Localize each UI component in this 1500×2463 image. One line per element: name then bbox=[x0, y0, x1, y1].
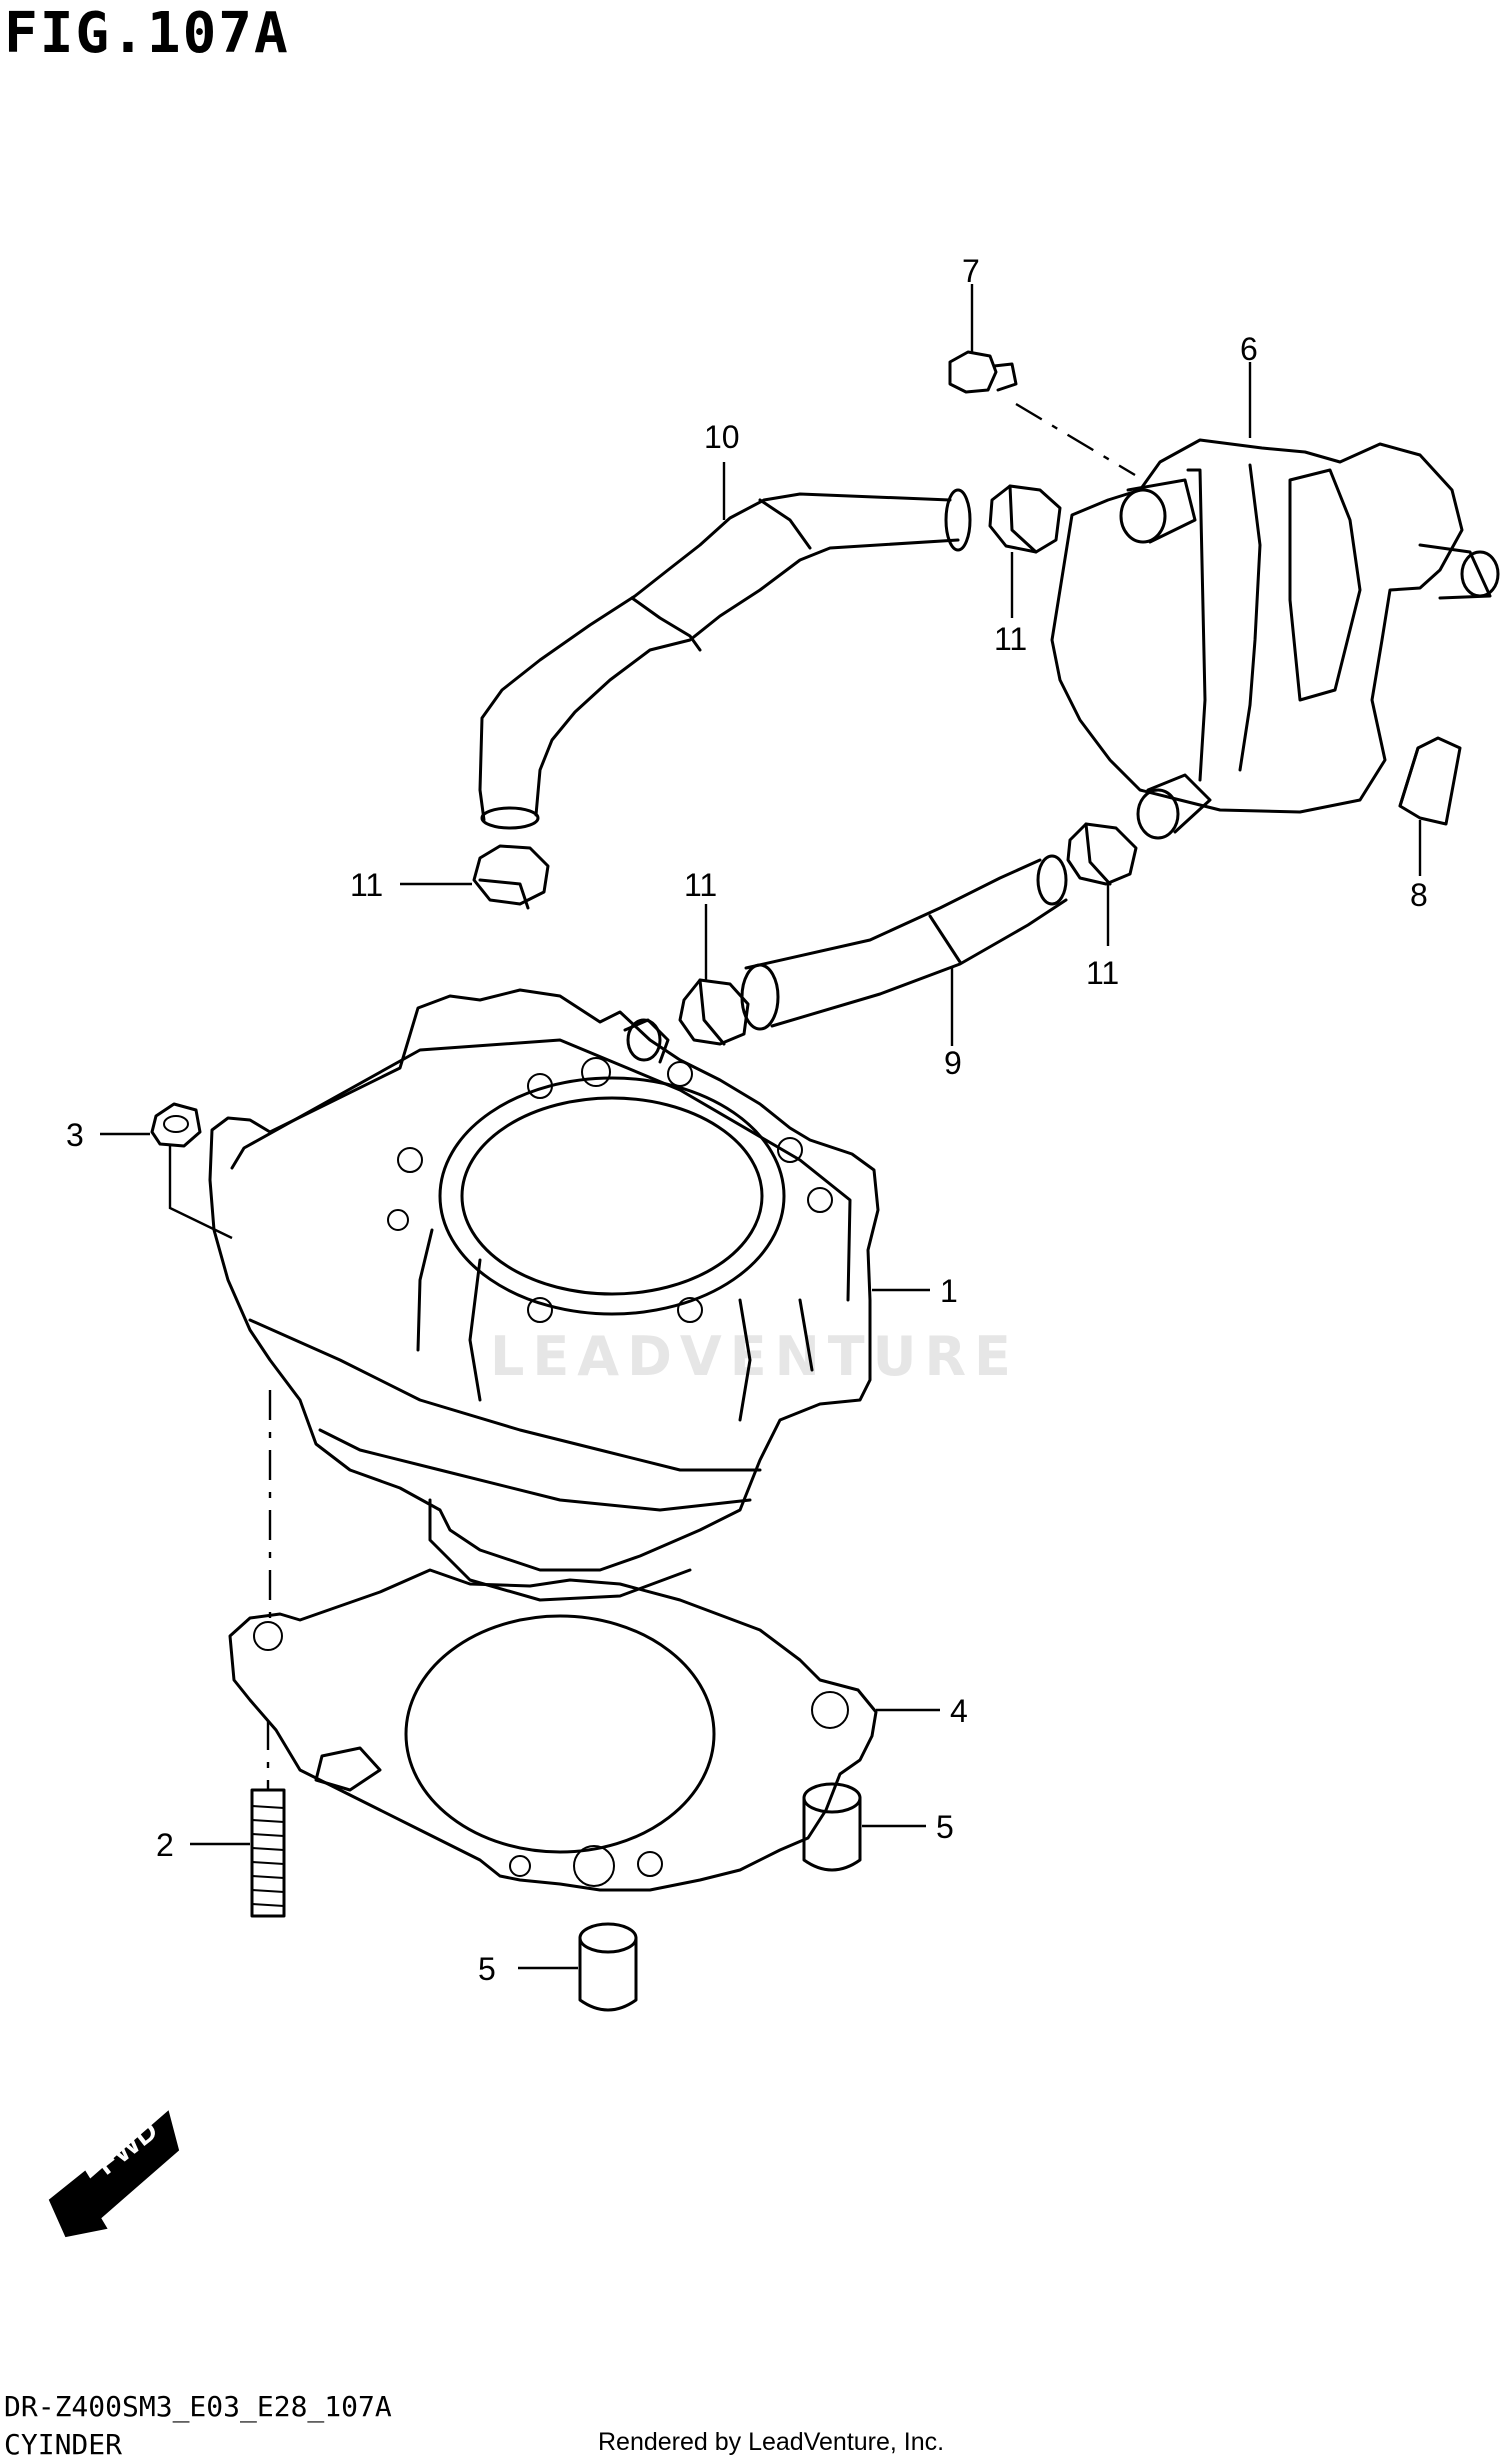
figure-title: FIG.107A bbox=[4, 1, 290, 66]
part-5-dowel-a[interactable] bbox=[802, 1782, 926, 1872]
render-credit: Rendered by LeadVenture, Inc. bbox=[598, 2428, 945, 2456]
callout-4[interactable]: 4 bbox=[950, 1693, 968, 1729]
part-10-upper-hose[interactable] bbox=[478, 462, 972, 830]
callout-11-c[interactable]: 11 bbox=[684, 867, 717, 903]
part-11-clamp-a[interactable] bbox=[988, 484, 1062, 618]
callout-8[interactable]: 8 bbox=[1410, 877, 1428, 913]
callout-1[interactable]: 1 bbox=[940, 1273, 958, 1309]
figure-name: CYINDER bbox=[4, 2428, 123, 2461]
part-3-nut[interactable] bbox=[100, 1102, 233, 1240]
part-8-rubber-block[interactable] bbox=[1398, 736, 1462, 876]
part-11-clamp-d[interactable] bbox=[1066, 822, 1138, 946]
part-11-clamp-b[interactable] bbox=[400, 844, 550, 910]
part-4-gasket[interactable] bbox=[228, 1568, 940, 1892]
callout-11-a[interactable]: 11 bbox=[994, 621, 1027, 657]
figure-code: DR-Z400SM3_E03_E28_107A bbox=[4, 2390, 392, 2423]
callout-11-b[interactable]: 11 bbox=[350, 867, 383, 903]
callout-10[interactable]: 10 bbox=[704, 419, 740, 455]
part-2-stud-bolt[interactable] bbox=[190, 1720, 286, 1918]
part-9-lower-hose[interactable] bbox=[740, 854, 1068, 1046]
part-11-clamp-c[interactable] bbox=[678, 904, 750, 1046]
callout-3[interactable]: 3 bbox=[66, 1117, 84, 1153]
callout-11-d[interactable]: 11 bbox=[1086, 955, 1119, 991]
callout-9[interactable]: 9 bbox=[944, 1045, 962, 1081]
callout-7[interactable]: 7 bbox=[962, 253, 980, 289]
callout-5-a[interactable]: 5 bbox=[936, 1809, 954, 1845]
callout-5-b[interactable]: 5 bbox=[478, 1951, 496, 1987]
part-7-bolt[interactable] bbox=[948, 284, 1136, 477]
part-6-water-housing[interactable] bbox=[1050, 362, 1500, 840]
part-1-cylinder[interactable] bbox=[208, 988, 930, 1620]
callout-6[interactable]: 6 bbox=[1240, 331, 1258, 367]
callout-2[interactable]: 2 bbox=[156, 1827, 174, 1863]
fwd-arrow-icon: FWD bbox=[48, 2110, 180, 2238]
part-5-dowel-b[interactable] bbox=[518, 1922, 638, 2012]
